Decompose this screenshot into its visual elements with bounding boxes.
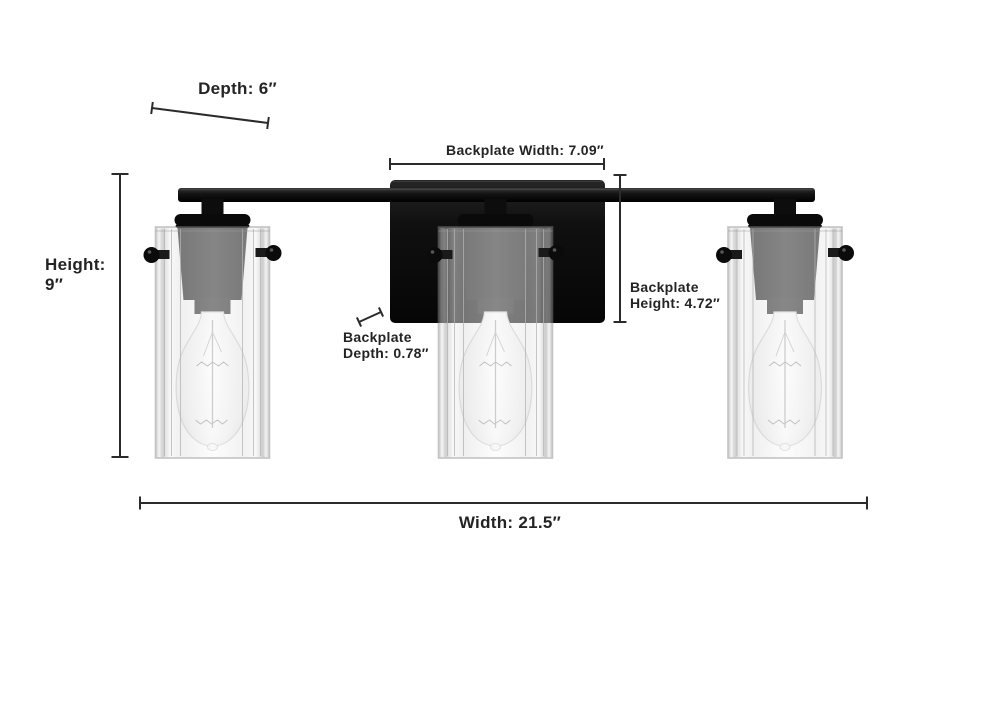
backplate-height-label-line1: Backplate xyxy=(630,279,699,295)
width-dimension-line xyxy=(139,496,868,510)
light-left xyxy=(142,198,283,459)
backplate-height-label-line2: Height: 4.72″ xyxy=(630,294,720,311)
fixture-bar xyxy=(178,188,815,202)
depth-label: Depth: 6″ xyxy=(198,79,277,98)
height-label: Height:9″ xyxy=(45,255,106,295)
backplate-height-dimension-line xyxy=(613,174,627,323)
light-center xyxy=(425,198,566,459)
height-dimension-line xyxy=(111,173,129,458)
backplate-width-dimension-line xyxy=(389,158,605,170)
backplate-depth-dimension-line xyxy=(355,306,385,328)
light-right xyxy=(715,198,855,459)
height-label-line2: 9″ xyxy=(45,275,64,294)
width-label: Width: 21.5″ xyxy=(458,513,562,532)
backplate-depth-label-line1: Backplate xyxy=(343,329,412,345)
depth-dimension-line xyxy=(150,101,270,130)
backplate-depth-label-line2: Depth: 0.78″ xyxy=(343,344,429,361)
height-label-line1: Height: xyxy=(45,255,106,274)
backplate-width-label: Backplate Width: 7.09″ xyxy=(446,142,604,158)
